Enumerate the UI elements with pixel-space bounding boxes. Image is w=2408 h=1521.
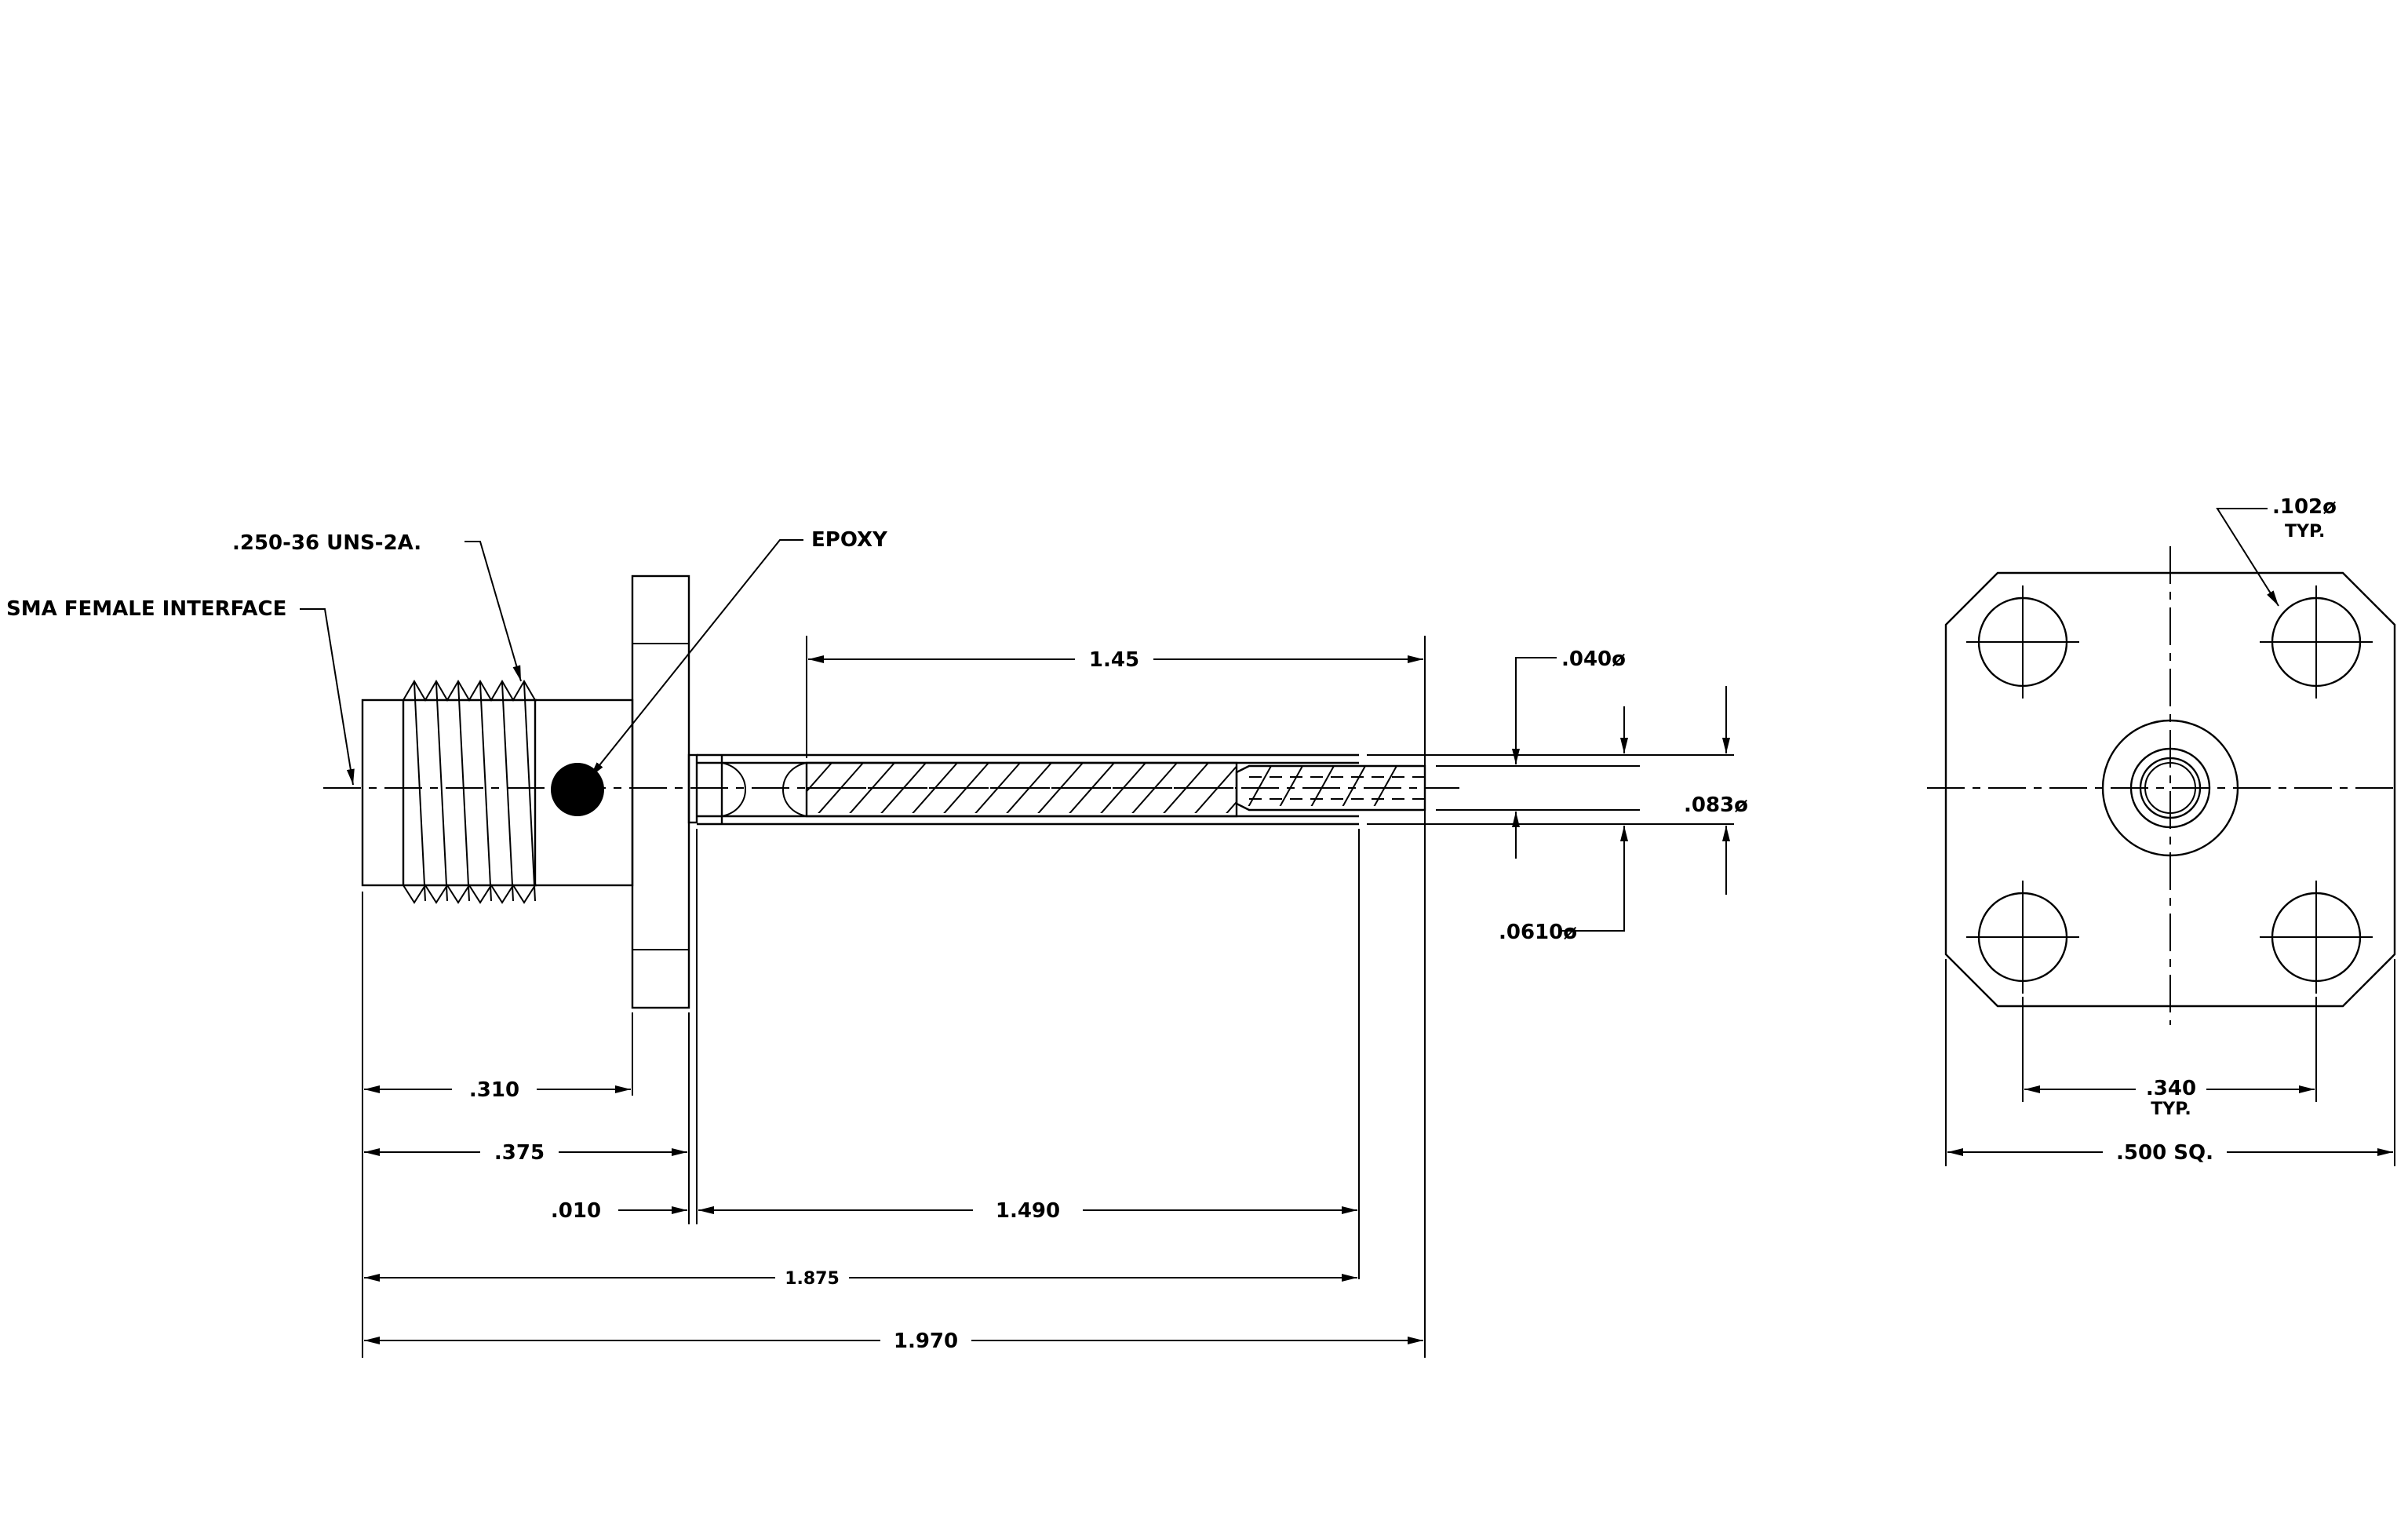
label-dim-500: .500 SQ. <box>2116 1141 2213 1165</box>
label-dim-340: .340 <box>2146 1077 2196 1100</box>
label-dim-375: .375 <box>494 1141 545 1165</box>
label-dim-0610: .0610ø <box>1499 921 1577 944</box>
side-view <box>300 539 1734 1358</box>
label-epoxy: EPOXY <box>811 528 888 552</box>
leader-epoxy <box>589 539 803 778</box>
label-dim-1875: 1.875 <box>785 1269 840 1289</box>
gap-washer <box>687 753 698 824</box>
label-dim-340-typ: TYP. <box>2151 1100 2191 1119</box>
flange <box>631 574 690 1009</box>
label-dim-145: 1.45 <box>1089 648 1139 672</box>
label-dim-1490: 1.490 <box>996 1199 1060 1223</box>
mount-hole-tr <box>2260 585 2373 698</box>
front-view <box>1927 508 2401 1166</box>
pin-tube <box>697 753 1426 826</box>
mount-hole-br <box>2260 881 2373 994</box>
leader-sma <box>300 608 355 786</box>
label-dim-1970: 1.970 <box>894 1330 958 1353</box>
label-dim-102: .102ø <box>2272 495 2337 519</box>
label-dim-310: .310 <box>469 1078 519 1102</box>
label-dim-040: .040ø <box>1561 647 1626 671</box>
label-dim-083: .083ø <box>1684 793 1748 817</box>
mount-hole-bl <box>1966 881 2079 994</box>
label-sma-interface: SMA FEMALE INTERFACE <box>6 597 286 621</box>
leader-thread <box>464 541 522 682</box>
center-connector <box>2101 719 2239 857</box>
label-dim-102-typ: TYP. <box>2285 522 2325 542</box>
label-thread: .250-36 UNS-2A. <box>232 531 421 555</box>
mount-hole-tl <box>1966 585 2079 698</box>
label-dim-010: .010 <box>551 1199 601 1223</box>
flange-square <box>1944 571 2396 1008</box>
epoxy-dot <box>551 763 604 816</box>
